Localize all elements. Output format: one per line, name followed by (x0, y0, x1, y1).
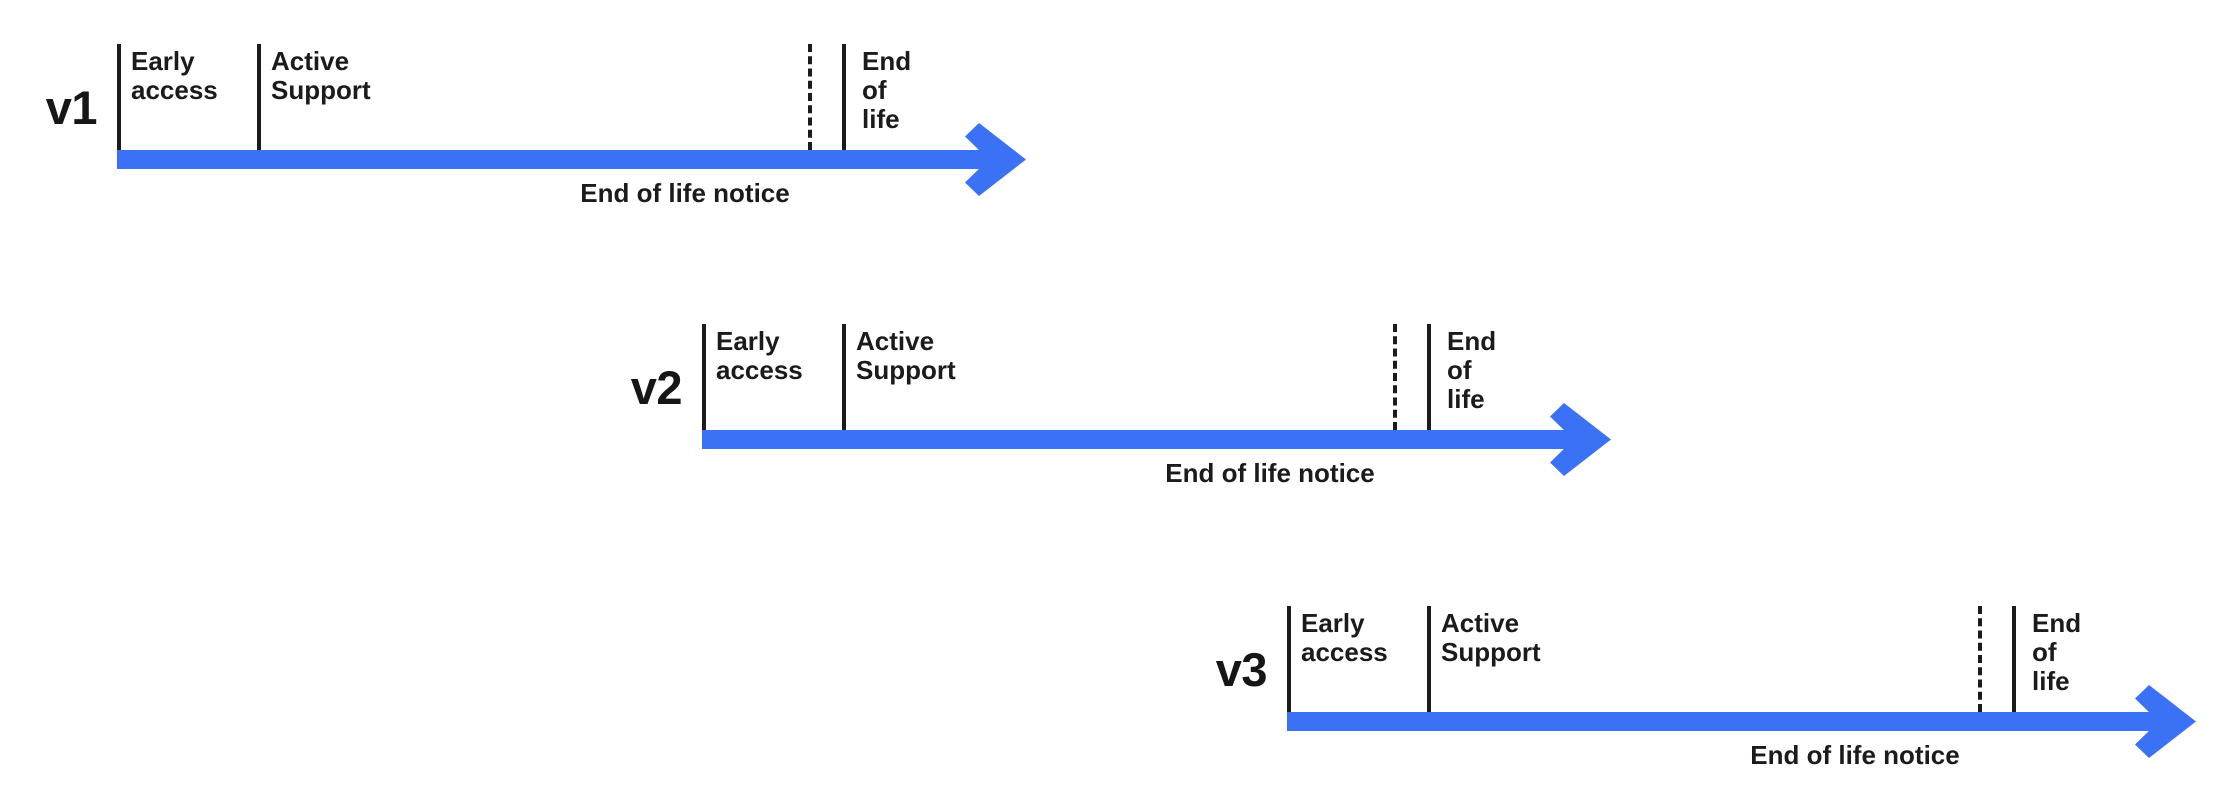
active-support-start-divider (1427, 606, 1431, 712)
phase-label-early-access-v1: Early access (131, 46, 218, 106)
early-access-start-divider (1287, 606, 1291, 712)
bar-caption-v3: End of life notice (1750, 740, 1960, 770)
early-access-start-divider (702, 324, 706, 430)
phase-label-active-support-v2: Active Support (856, 326, 956, 386)
bar-caption-v1: End of life notice (580, 178, 790, 208)
phase-label-end-of-life-v3: End of life (2032, 608, 2082, 697)
active-support-start-divider (842, 324, 846, 430)
timeline-bar-v1 (117, 150, 985, 169)
early-access-start-divider (117, 44, 121, 150)
timeline-arrow-icon-v1 (949, 123, 1026, 196)
timeline-arrow-icon-v3 (2119, 685, 2196, 758)
phase-label-end-of-life-v1: End of life (862, 46, 912, 135)
timeline-arrow-icon-v2 (1534, 403, 1611, 476)
end-of-life-start-divider (842, 44, 846, 150)
version-label-v1: v1 (45, 81, 98, 134)
end-of-life-start-divider (2012, 606, 2016, 712)
version-label-v2: v2 (630, 361, 683, 414)
end-of-life-notice-marker (808, 44, 812, 150)
active-support-start-divider (257, 44, 261, 150)
bar-caption-v2: End of life notice (1165, 458, 1375, 488)
phase-label-early-access-v3: Early access (1301, 608, 1388, 668)
end-of-life-start-divider (1427, 324, 1431, 430)
phase-label-active-support-v3: Active Support (1441, 608, 1541, 668)
end-of-life-notice-marker (1393, 324, 1397, 430)
timeline-bar-v2 (702, 430, 1570, 449)
phase-label-active-support-v1: Active Support (271, 46, 371, 106)
version-label-v3: v3 (1215, 643, 1268, 696)
phase-label-early-access-v2: Early access (716, 326, 803, 386)
phase-label-end-of-life-v2: End of life (1447, 326, 1497, 415)
end-of-life-notice-marker (1978, 606, 1982, 712)
timeline-bar-v3 (1287, 712, 2155, 731)
